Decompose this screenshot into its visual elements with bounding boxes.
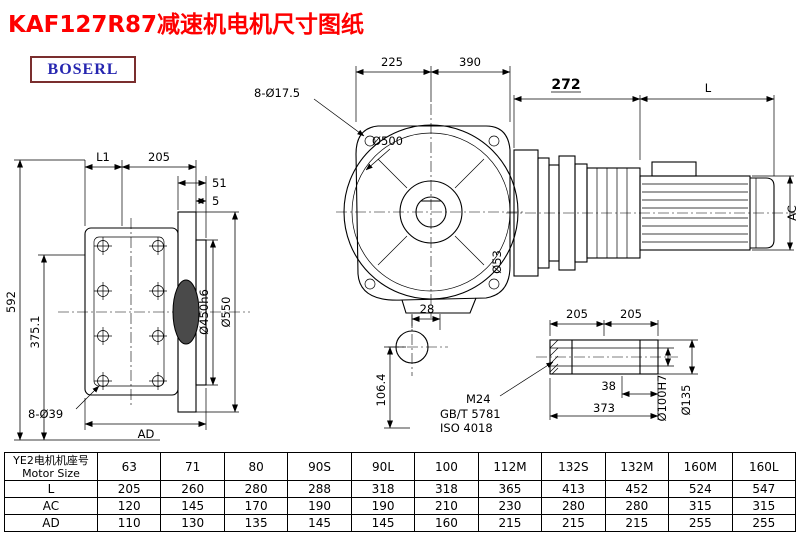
dim-205b: 205 (620, 307, 642, 321)
motor-size-col: 112M (477, 452, 543, 481)
dim-cell: 547 (731, 480, 797, 498)
housing-outline (355, 125, 511, 301)
dim-cell: 205 (96, 480, 162, 498)
dim-550: Ø550 (219, 296, 233, 327)
dim-cell: 280 (604, 497, 670, 515)
dim-28: 28 (420, 302, 435, 316)
dim-373: 373 (593, 401, 615, 415)
dim-cell: 318 (414, 480, 479, 498)
gearbox-side-view: L1 205 51 5 592 375.1 8-Ø39 AD Ø450h6 Ø5… (4, 150, 250, 441)
dim-cell: 160 (414, 514, 479, 532)
dim-cell: 230 (477, 497, 543, 515)
dim-cell: 145 (350, 514, 416, 532)
dim-row-label: L (4, 480, 98, 498)
dim-5: 5 (212, 194, 219, 208)
dim-cell: 130 (160, 514, 225, 532)
dim-106-4: 106.4 (374, 374, 388, 407)
dim-cell: 524 (668, 480, 733, 498)
motor-body (639, 175, 751, 251)
motor-size-col: 71 (160, 452, 225, 481)
dim-cell: 315 (731, 497, 797, 515)
dim-cell: 190 (350, 497, 416, 515)
motor-size-col: 160M (668, 452, 733, 481)
dim-AD: AD (138, 427, 155, 441)
dim-cell: 190 (287, 497, 352, 515)
dim-cell: 135 (223, 514, 289, 532)
dim-51: 51 (212, 176, 227, 190)
dim-cell: 255 (668, 514, 733, 532)
dim-cell: 413 (541, 480, 606, 498)
dim-375: 375.1 (28, 316, 42, 349)
hollow-shaft-bore (172, 279, 200, 345)
boserl-logo-text: BOSERL (47, 60, 119, 78)
technical-drawing: L1 205 51 5 592 375.1 8-Ø39 AD Ø450h6 Ø5… (4, 55, 799, 441)
dim-L: L (705, 81, 712, 95)
thread-callout: M24 (466, 392, 491, 406)
dim-cell: 365 (477, 480, 543, 498)
dim-592: 592 (4, 291, 18, 313)
dim-cell: 215 (604, 514, 670, 532)
dim-row-label: AD (4, 514, 98, 532)
motor-size-col: 90S (287, 452, 352, 481)
dim-500: Ø500 (372, 134, 403, 148)
dim-cell: 145 (160, 497, 225, 515)
dim-225: 225 (381, 55, 403, 69)
motor-view: 272 L AC (506, 77, 799, 277)
dim-cell: 215 (541, 514, 606, 532)
gearbox-front-view: 225 390 8-Ø17.5 Ø500 Ø53 28 106.4 (254, 55, 526, 429)
hollow-shaft (549, 339, 659, 375)
shaft-detail: 205 205 38 373 M24 GB/T 5781 ISO 4018 Ø1… (440, 307, 698, 435)
motor-size-col: 90L (350, 452, 416, 481)
motor-size-col: 63 (96, 452, 162, 481)
dim-AC: AC (785, 205, 799, 221)
motor-size-col: 132M (604, 452, 670, 481)
dim-135: Ø135 (679, 384, 693, 415)
boserl-logo-box: BOSERL (30, 56, 136, 83)
dim-cell: 288 (287, 480, 352, 498)
dim-205: 205 (148, 150, 170, 164)
dim-8xd17-holes: 8-Ø17.5 (254, 86, 300, 100)
standard-iso: ISO 4018 (440, 421, 493, 435)
dim-cell: 452 (604, 480, 670, 498)
dim-272: 272 (551, 77, 580, 93)
dim-cell: 120 (96, 497, 162, 515)
dim-cell: 170 (223, 497, 289, 515)
dim-cell: 255 (731, 514, 797, 532)
dim-L1: L1 (96, 150, 110, 164)
dim-cell: 145 (287, 514, 352, 532)
motor-size-col: 160L (731, 452, 797, 481)
dim-100H7: Ø100H7 (655, 375, 669, 422)
dim-row-label: AC (4, 497, 98, 515)
fan-cover (750, 177, 775, 249)
dim-390: 390 (459, 55, 481, 69)
dim-450h6: Ø450h6 (197, 289, 211, 335)
dim-cell: 215 (477, 514, 543, 532)
motor-size-col: 100 (414, 452, 479, 481)
motor-size-col: 132S (541, 452, 606, 481)
dim-cell: 280 (541, 497, 606, 515)
dim-cell: 110 (96, 514, 162, 532)
terminal-box (651, 161, 697, 177)
dim-38: 38 (601, 379, 616, 393)
dim-cell: 315 (668, 497, 733, 515)
dim-53: Ø53 (490, 250, 504, 274)
standard-gb: GB/T 5781 (440, 407, 501, 421)
page-title: KAF127R87减速机电机尺寸图纸 (8, 12, 365, 38)
dim-cell: 280 (223, 480, 289, 498)
dim-cell: 260 (160, 480, 225, 498)
dim-205a: 205 (566, 307, 588, 321)
flange-outer-circle (343, 124, 519, 300)
dim-cell: 318 (350, 480, 416, 498)
motor-size-col: 80 (223, 452, 289, 481)
dim-8xd39-holes: 8-Ø39 (28, 407, 63, 421)
dim-cell: 210 (414, 497, 479, 515)
